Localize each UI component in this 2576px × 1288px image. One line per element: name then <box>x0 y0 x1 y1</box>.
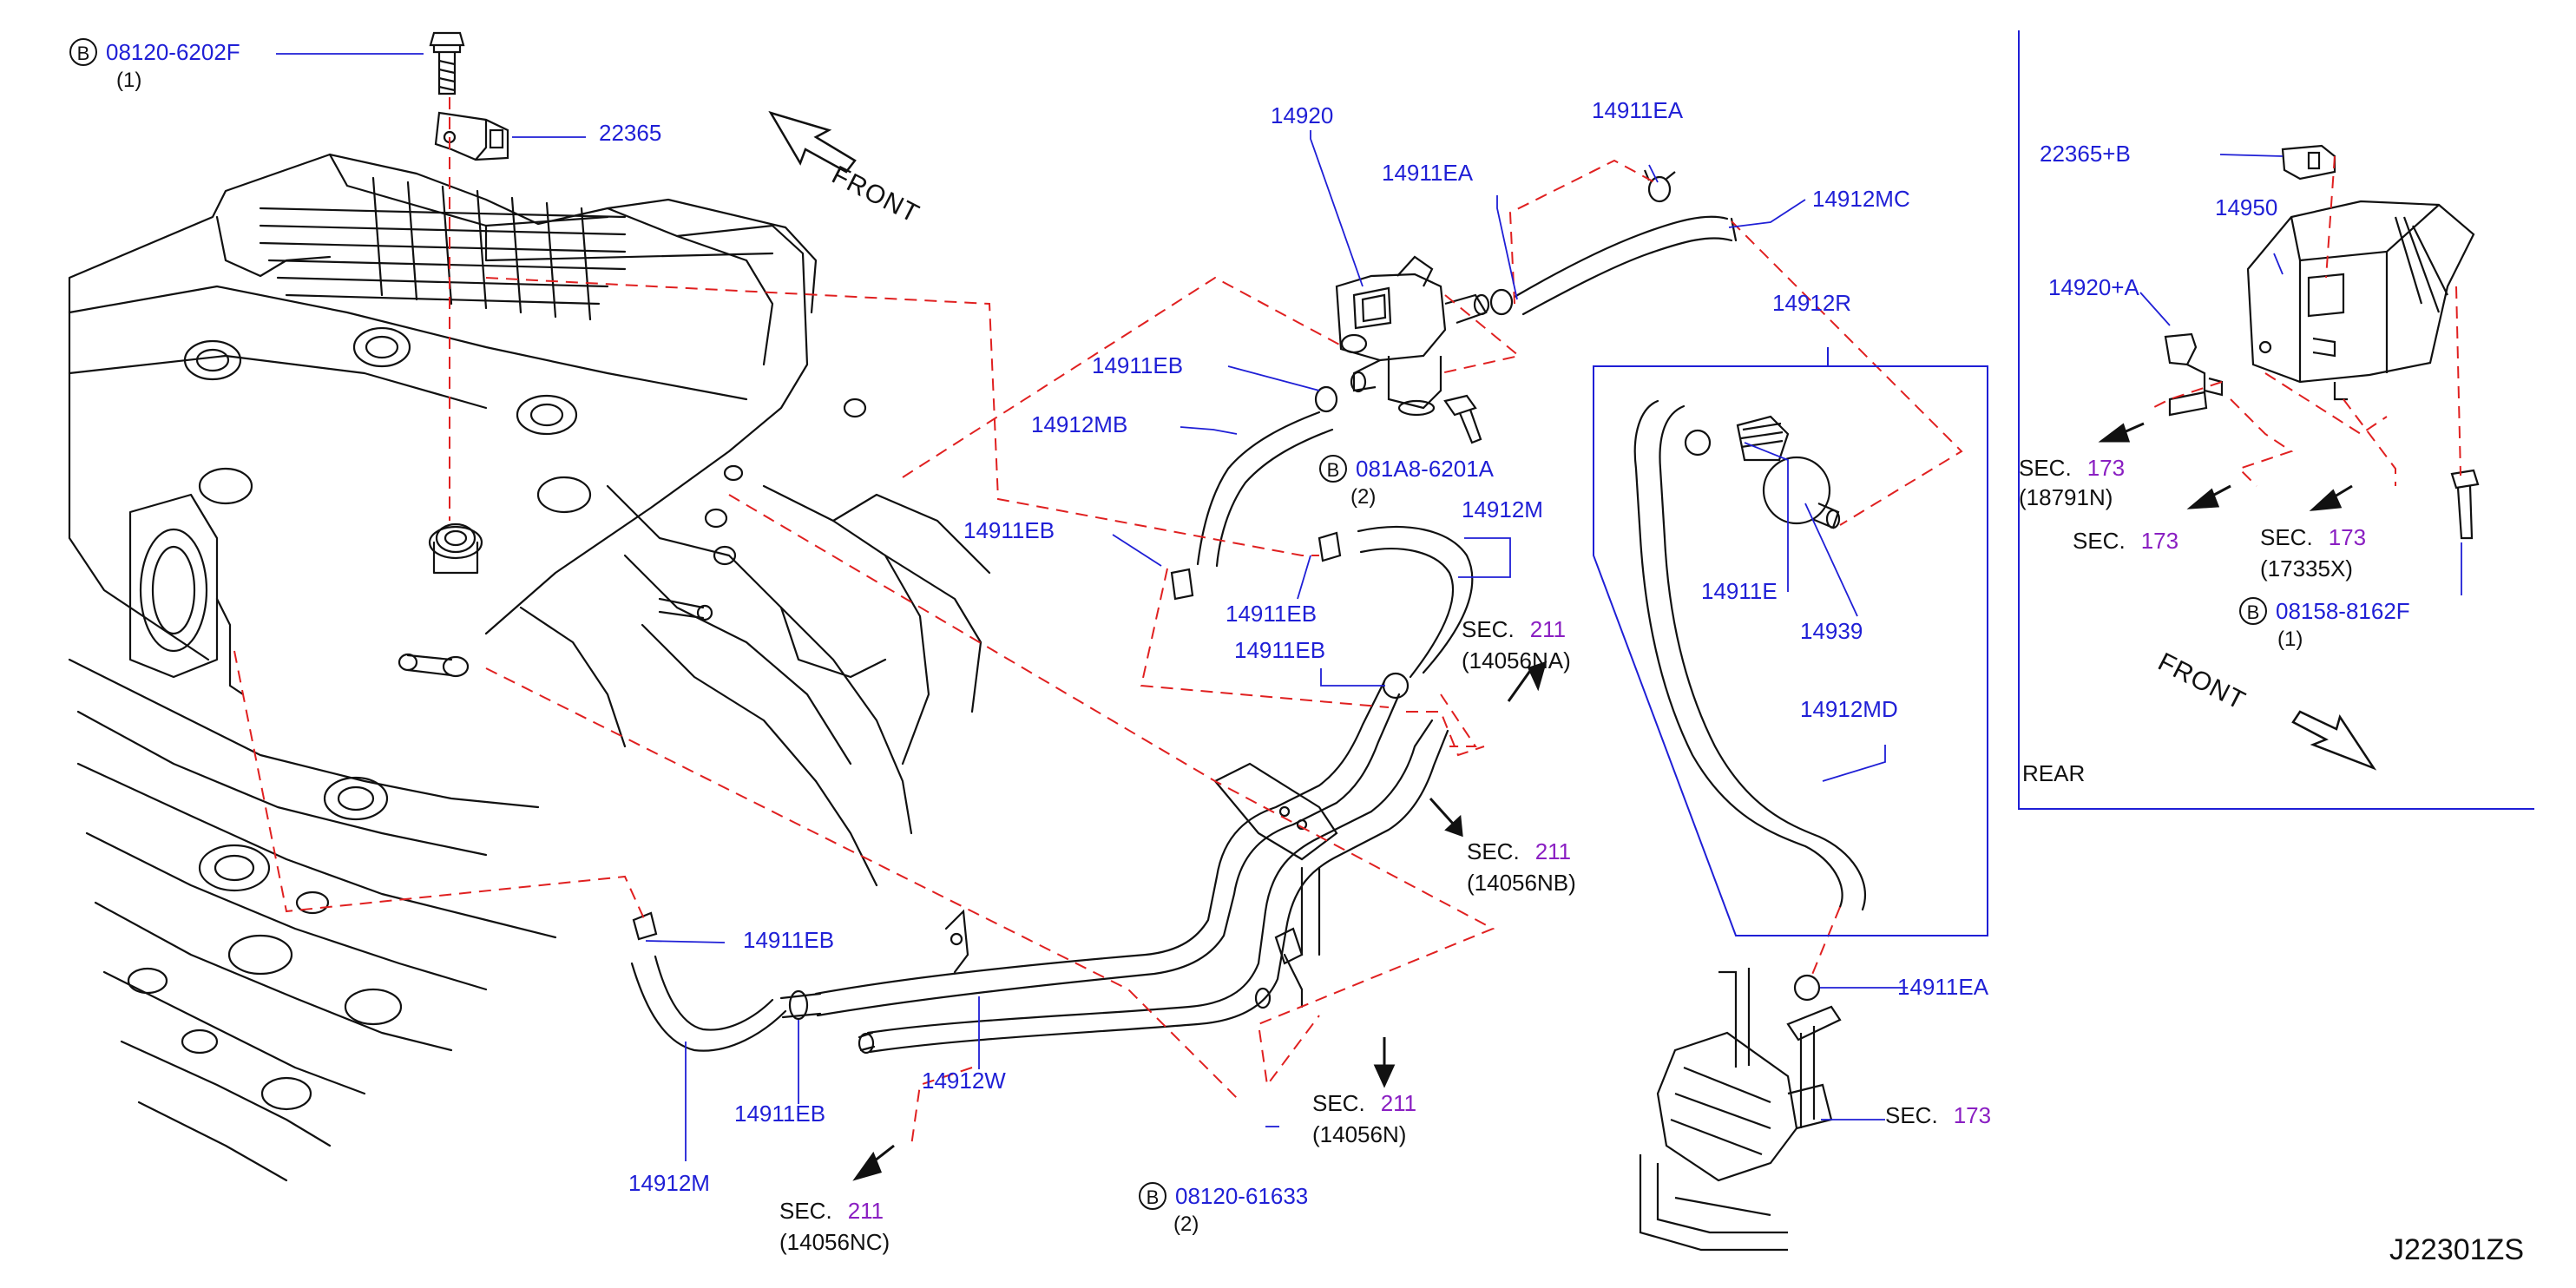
part-22365-b[interactable]: 22365+B <box>2040 141 2131 167</box>
part-14911eb-1[interactable]: 14911EB <box>1092 352 1184 378</box>
sec-211-14056nb[interactable]: SEC. 211 <box>1467 838 1571 864</box>
part-14912w[interactable]: 14912W <box>922 1068 1006 1094</box>
part-number: 08158-8162F <box>2276 598 2410 624</box>
sec-sub: (17335X) <box>2260 555 2353 582</box>
sec-number: 211 <box>847 1198 884 1224</box>
sec-173-plain[interactable]: SEC. 173 <box>2073 528 2178 554</box>
sec-173-18791n[interactable]: SEC. 173 <box>2019 455 2125 481</box>
part-14911eb-6[interactable]: 14911EB <box>734 1101 826 1127</box>
part-14912md[interactable]: 14912MD <box>1800 696 1898 722</box>
callout-circle-b: B <box>69 38 97 66</box>
callout-bolt-08120-61633[interactable]: B 08120-61633 <box>1139 1182 1308 1210</box>
callout-bolt-081a8-6201a[interactable]: B 081A8-6201A <box>1319 455 1494 483</box>
quantity: (1) <box>116 69 142 92</box>
sec-173-low[interactable]: SEC. 173 <box>1885 1102 1991 1128</box>
part-14911e[interactable]: 14911E <box>1701 578 1778 604</box>
sensor-22365-icon <box>434 111 509 161</box>
part-14911eb-2[interactable]: 14911EB <box>963 517 1055 543</box>
sec-word: SEC. <box>2260 524 2313 550</box>
callout-bolt-08158-8162f[interactable]: B 08158-8162F <box>2239 597 2410 625</box>
steel-pipe-assembly <box>779 680 1449 1055</box>
part-14920-a[interactable]: 14920+A <box>2048 274 2139 300</box>
frames <box>1593 30 2534 936</box>
part-number: 08120-6202F <box>106 39 240 65</box>
part-14911ea-low[interactable]: 14911EA <box>1897 974 1989 1000</box>
part-14920[interactable]: 14920 <box>1271 102 1334 128</box>
sec-word: SEC. <box>1312 1090 1365 1116</box>
part-14912m-upper[interactable]: 14912M <box>1462 496 1543 522</box>
sec-number: 173 <box>2140 528 2179 554</box>
rear-label: REAR <box>2022 760 2086 786</box>
valve-14939-icon <box>1736 415 1841 529</box>
part-22365[interactable]: 22365 <box>599 120 662 146</box>
sec-211-14056n[interactable]: SEC. 211 <box>1312 1090 1416 1116</box>
callout-circle-b: B <box>1139 1182 1166 1210</box>
part-14911ea-mid[interactable]: 14911EA <box>1382 160 1474 186</box>
sec-word: SEC. <box>779 1198 832 1224</box>
lower-bracket-assembly <box>1639 968 1842 1252</box>
part-14912m-lower[interactable]: 14912M <box>628 1170 710 1196</box>
part-14911eb-4[interactable]: 14911EB <box>1234 637 1326 663</box>
sec-word: SEC. <box>1885 1102 1938 1128</box>
sec-sub: (18791N) <box>2019 484 2113 510</box>
quantity: (1) <box>2277 628 2303 651</box>
front-direction-arrow-icon <box>768 110 857 174</box>
sec-word: SEC. <box>2019 455 2072 481</box>
canister-14950-icon <box>2164 144 2480 540</box>
sec-number: 211 <box>1529 616 1567 642</box>
sec-word: SEC. <box>1467 838 1520 864</box>
part-number: 081A8-6201A <box>1356 456 1495 482</box>
blue-leader-lines <box>276 53 2462 1161</box>
purge-valve-14920-icon <box>1335 255 1490 417</box>
callout-circle-b: B <box>1319 455 1347 483</box>
dashed-leader-lines <box>233 97 2461 1147</box>
part-14911ea-top[interactable]: 14911EA <box>1592 97 1684 123</box>
sec-number: 173 <box>2086 455 2126 481</box>
sec-173-17335x[interactable]: SEC. 173 <box>2260 524 2366 550</box>
sec-word: SEC. <box>1462 616 1515 642</box>
front-direction-arrow-inset-icon <box>2291 710 2377 771</box>
sec-number: 211 <box>1380 1090 1417 1116</box>
hose-clamp-icons <box>632 169 1821 1021</box>
callout-bolt-08120-6202f[interactable]: B 08120-6202F <box>69 38 240 66</box>
callout-circle-b: B <box>2239 597 2267 625</box>
sec-sub: (14056N) <box>1312 1121 1407 1147</box>
sec-number: 211 <box>1534 838 1572 864</box>
quantity: (2) <box>1350 485 1377 509</box>
sec-sub: (14056NA) <box>1462 647 1571 674</box>
part-14912r[interactable]: 14912R <box>1772 290 1852 316</box>
part-14912mb[interactable]: 14912MB <box>1031 411 1128 437</box>
sec-211-14056nc[interactable]: SEC. 211 <box>779 1198 884 1224</box>
bolt-08120-6202f-icon <box>429 31 465 95</box>
hose-linework <box>630 215 1867 1052</box>
sec-number: 173 <box>2328 524 2367 550</box>
part-14911eb-3[interactable]: 14911EB <box>1226 601 1318 627</box>
sec-number: 173 <box>1953 1102 1992 1128</box>
flow-arrows <box>852 422 2353 1181</box>
sec-word: SEC. <box>2073 528 2126 554</box>
part-14912mc[interactable]: 14912MC <box>1812 186 1910 212</box>
bolt-081a8-6201a-icon <box>1443 394 1482 444</box>
diagram-reference-code: J22301ZS <box>2389 1233 2524 1266</box>
sec-sub: (14056NB) <box>1467 870 1576 896</box>
sec-sub: (14056NC) <box>779 1229 890 1255</box>
part-14911eb-5[interactable]: 14911EB <box>743 927 835 953</box>
part-number: 08120-61633 <box>1175 1183 1309 1209</box>
quantity: (2) <box>1173 1212 1199 1236</box>
sec-211-14056na[interactable]: SEC. 211 <box>1462 616 1566 642</box>
part-14950[interactable]: 14950 <box>2215 194 2278 220</box>
part-14939[interactable]: 14939 <box>1800 618 1863 644</box>
engine-assembly <box>68 153 991 1182</box>
